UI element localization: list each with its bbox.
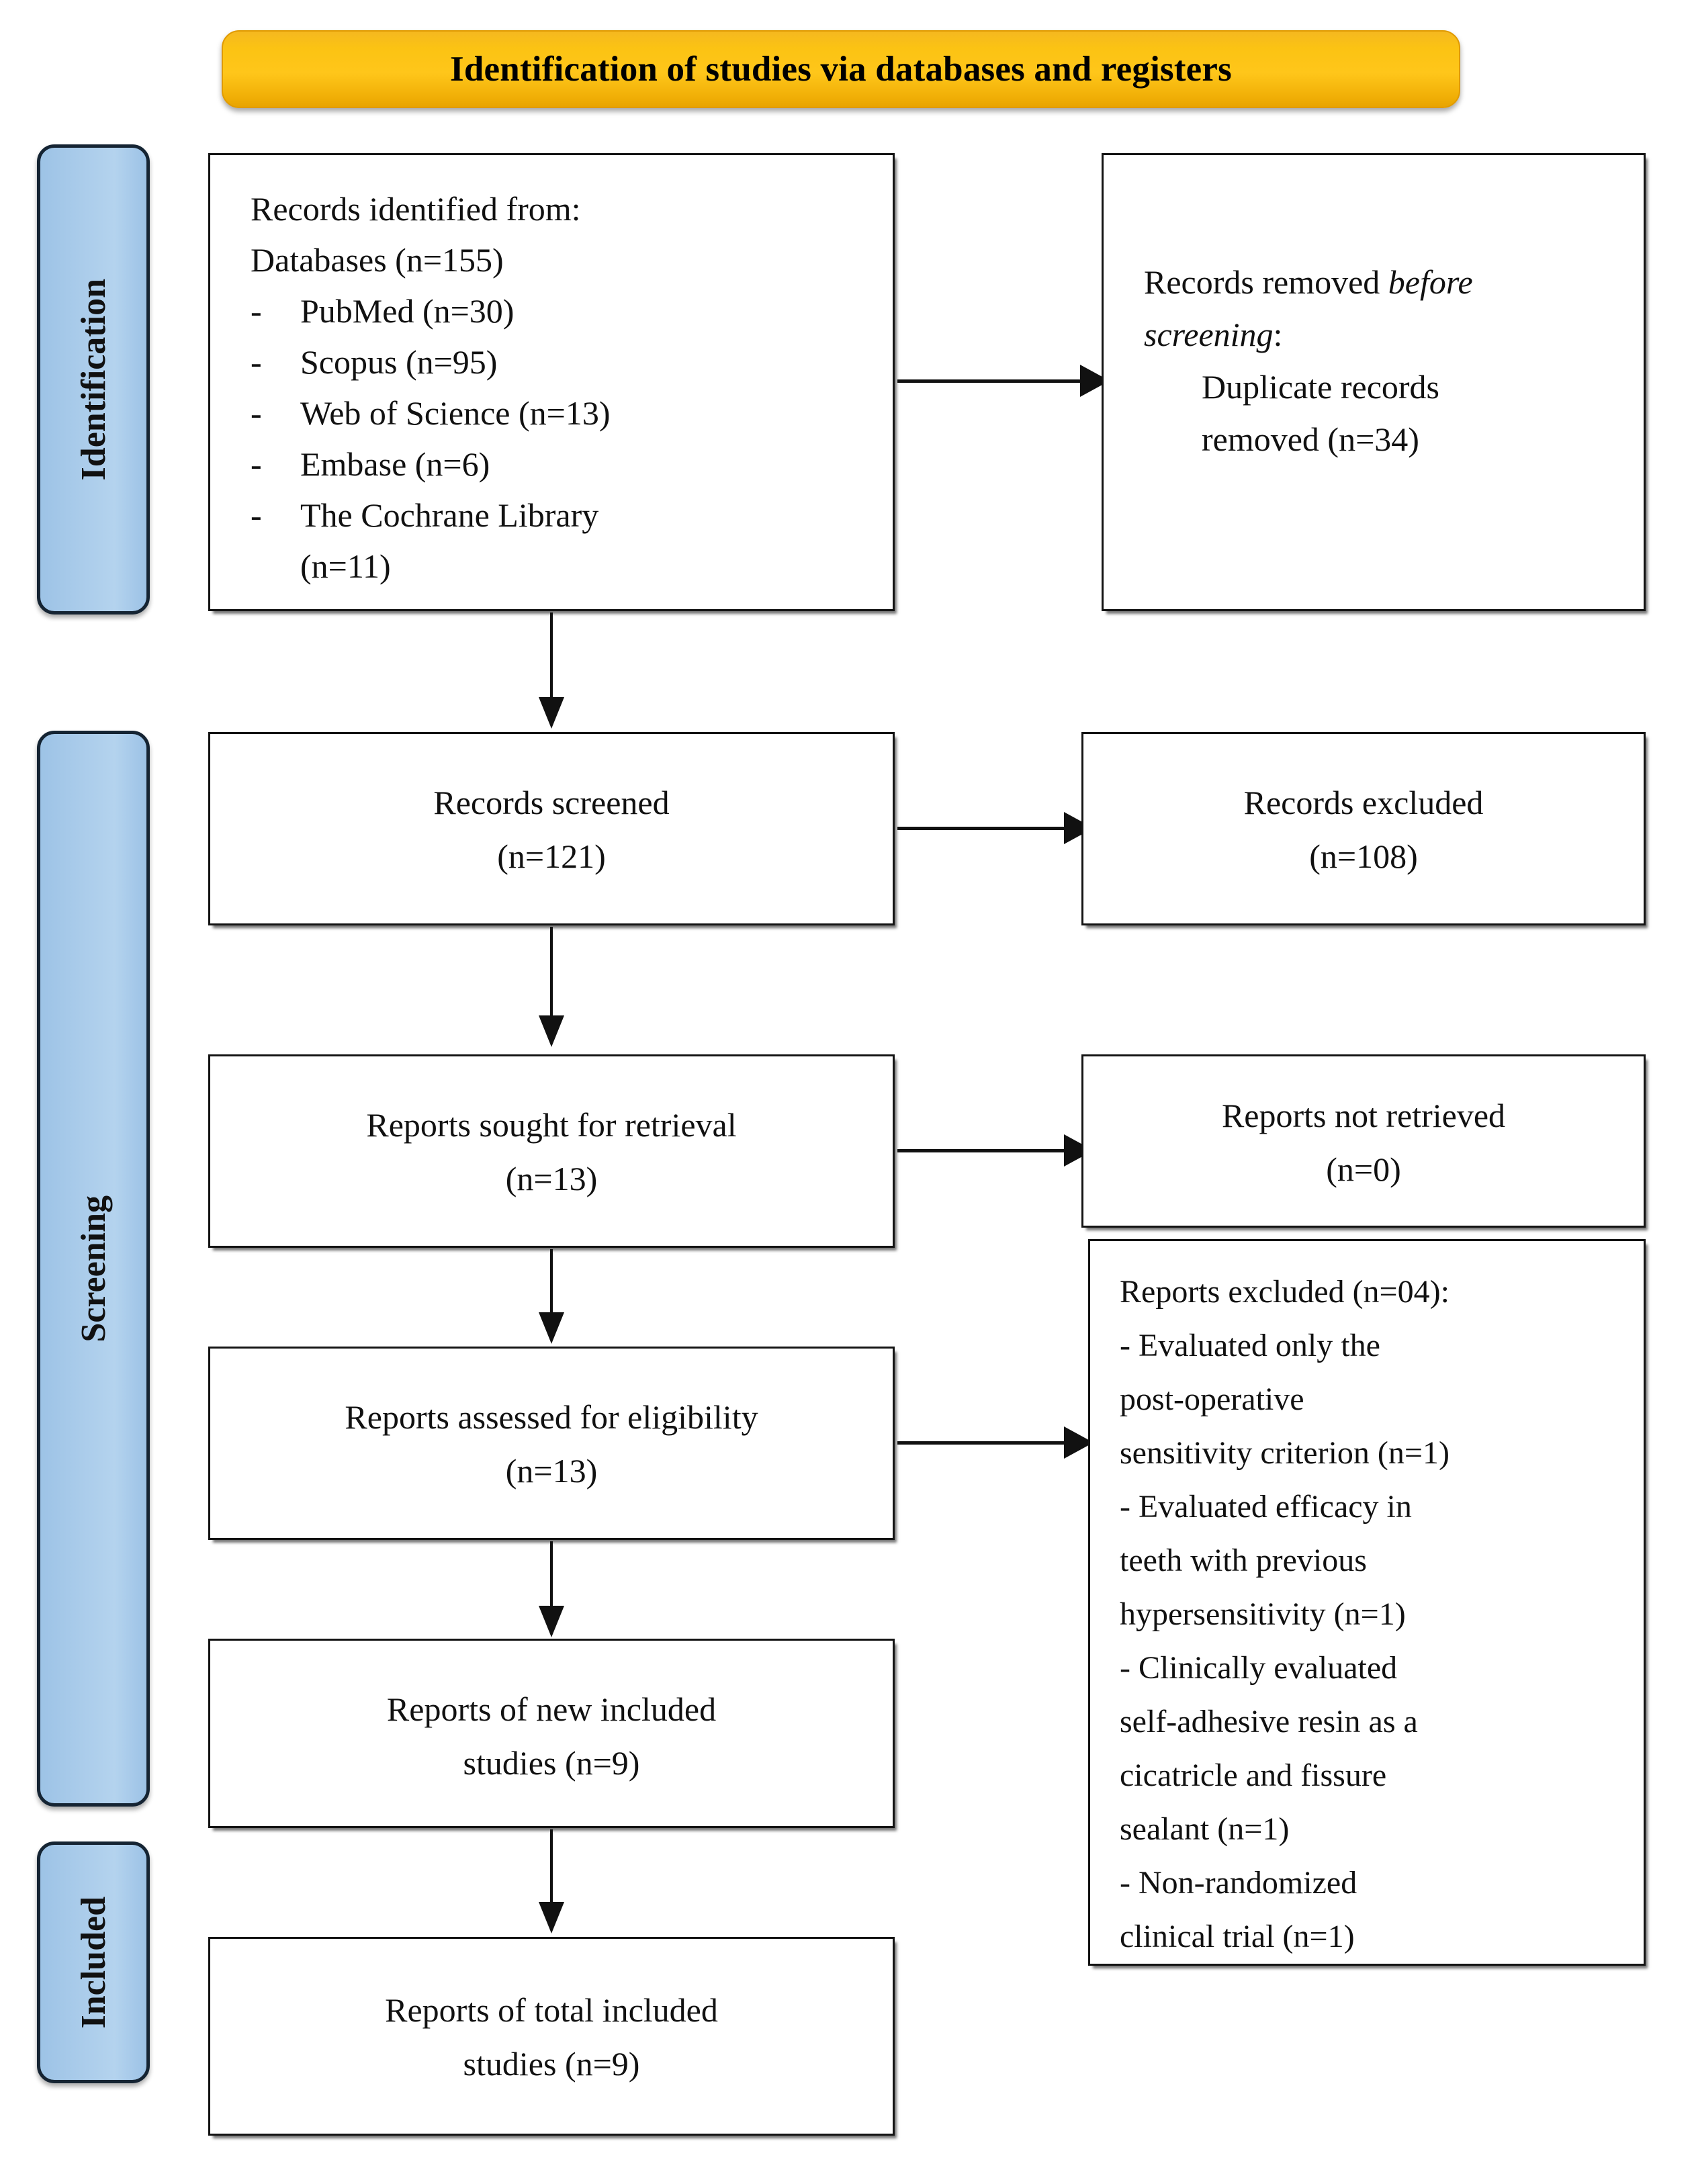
records-screened-line-2: (n=121): [497, 837, 606, 875]
reports-excluded-line-5: teeth with previous: [1120, 1543, 1367, 1578]
box-reports-total-included-studies: Reports of total included studies (n=9): [208, 1937, 895, 2136]
records-identified-heading: Records identified from:: [251, 190, 581, 228]
phase-banner-identification: Identification of studies via databases …: [222, 30, 1460, 108]
source-item-scopus: - Scopus (n=95): [251, 336, 877, 388]
arrow-down-icon: [539, 697, 564, 729]
bullet-dash-icon: -: [251, 445, 262, 483]
reports-sought-line-2: (n=13): [505, 1160, 598, 1197]
reports-excluded-heading: Reports excluded (n=04):: [1120, 1274, 1450, 1310]
arrow-down-icon: [539, 1312, 564, 1344]
bullet-spacer: [251, 541, 300, 592]
records-identified-subheading: Databases (n=155): [251, 241, 504, 279]
source-label-web-of-science: Web of Science (n=13): [300, 394, 611, 432]
reports-sought-line-1: Reports sought for retrieval: [366, 1106, 737, 1144]
reports-total-included-line-1: Reports of total included: [385, 1991, 718, 2029]
connector-new-included-to-total-included: [550, 1829, 553, 1903]
records-excluded-line-2: (n=108): [1309, 837, 1418, 875]
rail-screening: Screening: [37, 731, 150, 1807]
records-removed-text: Records removed: [1144, 263, 1388, 301]
box-reports-sought-for-retrieval: Reports sought for retrieval (n=13): [208, 1054, 895, 1248]
reports-new-included-line-2: studies (n=9): [463, 1744, 640, 1782]
source-item-cochrane: - The Cochrane Library: [251, 490, 877, 541]
reports-excluded-line-12: clinical trial (n=1): [1120, 1919, 1355, 1954]
source-item-pubmed: - PubMed (n=30): [251, 285, 877, 336]
source-item-embase: - Embase (n=6): [251, 439, 877, 490]
box-records-identified: Records identified from: Databases (n=15…: [208, 153, 895, 611]
source-label-scopus: Scopus (n=95): [300, 343, 498, 381]
bullet-dash-icon: -: [251, 496, 262, 534]
records-removed-line-2: screening:: [1144, 308, 1628, 361]
box-reports-not-retrieved: Reports not retrieved (n=0): [1081, 1054, 1646, 1228]
records-removed-colon: :: [1273, 316, 1283, 353]
reports-excluded-line-3: sensitivity criterion (n=1): [1120, 1435, 1450, 1471]
source-item-cochrane-count: (n=11): [251, 541, 877, 592]
records-removed-emphasis-before: before: [1388, 263, 1473, 301]
box-reports-assessed-for-eligibility: Reports assessed for eligibility (n=13): [208, 1347, 895, 1540]
connector-screened-to-sought: [550, 927, 553, 1017]
connector-assessed-to-new-included: [550, 1541, 553, 1607]
records-excluded-line-1: Records excluded: [1243, 784, 1484, 821]
records-screened-line-1: Records screened: [433, 784, 670, 821]
connector-identified-to-removed: [897, 379, 1083, 383]
rail-included: Included: [37, 1841, 150, 2083]
rail-included-label: Included: [74, 1896, 113, 2029]
connector-identified-to-screened: [550, 612, 553, 698]
rail-screening-label: Screening: [74, 1195, 113, 1343]
source-label-cochrane: The Cochrane Library: [300, 496, 599, 534]
reports-excluded-line-6: hypersensitivity (n=1): [1120, 1596, 1406, 1632]
source-item-web-of-science: - Web of Science (n=13): [251, 388, 877, 439]
reports-excluded-line-8: self-adhesive resin as a: [1120, 1704, 1418, 1739]
reports-excluded-line-7: - Clinically evaluated: [1120, 1650, 1398, 1686]
reports-new-included-line-1: Reports of new included: [386, 1690, 717, 1728]
records-removed-line-1: Records removed before: [1144, 256, 1628, 308]
reports-excluded-line-4: - Evaluated efficacy in: [1120, 1489, 1412, 1525]
bullet-dash-icon: -: [251, 394, 262, 432]
connector-sought-to-assessed: [550, 1249, 553, 1314]
records-removed-line-4: removed (n=34): [1202, 420, 1419, 458]
box-reports-excluded-detail: Reports excluded (n=04): - Evaluated onl…: [1088, 1239, 1646, 1966]
reports-excluded-line-9: cicatricle and fissure: [1120, 1758, 1387, 1793]
arrow-down-icon: [539, 1015, 564, 1047]
connector-sought-to-not-retrieved: [897, 1149, 1067, 1152]
reports-excluded-line-10: sealant (n=1): [1120, 1811, 1290, 1847]
phase-banner-title: Identification of studies via databases …: [450, 50, 1232, 89]
arrow-down-icon: [539, 1606, 564, 1637]
box-records-screened: Records screened (n=121): [208, 732, 895, 925]
reports-assessed-line-1: Reports assessed for eligibility: [345, 1398, 758, 1436]
rail-identification: Identification: [37, 144, 150, 615]
box-records-removed-before-screening: Records removed before screening: Duplic…: [1102, 153, 1646, 611]
records-removed-emphasis-screening: screening: [1144, 316, 1274, 353]
reports-total-included-line-2: studies (n=9): [463, 2045, 640, 2083]
bullet-dash-icon: -: [251, 343, 262, 381]
reports-assessed-line-2: (n=13): [505, 1452, 598, 1490]
connector-screened-to-excluded: [897, 827, 1067, 830]
arrow-down-icon: [539, 1902, 564, 1933]
reports-not-retrieved-line-1: Reports not retrieved: [1221, 1097, 1506, 1134]
connector-assessed-to-reports-excluded: [897, 1441, 1067, 1445]
rail-identification-label: Identification: [74, 278, 113, 481]
reports-not-retrieved-line-2: (n=0): [1326, 1150, 1401, 1188]
box-reports-new-included-studies: Reports of new included studies (n=9): [208, 1639, 895, 1828]
source-label-pubmed: PubMed (n=30): [300, 292, 515, 330]
bullet-dash-icon: -: [251, 292, 262, 330]
box-records-excluded: Records excluded (n=108): [1081, 732, 1646, 925]
reports-excluded-line-1: - Evaluated only the: [1120, 1328, 1380, 1363]
source-label-embase: Embase (n=6): [300, 445, 490, 483]
records-removed-line-3: Duplicate records: [1202, 368, 1440, 406]
source-label-cochrane-count: (n=11): [300, 547, 391, 585]
reports-excluded-line-2: post-operative: [1120, 1381, 1304, 1417]
reports-excluded-line-11: - Non-randomized: [1120, 1865, 1357, 1901]
